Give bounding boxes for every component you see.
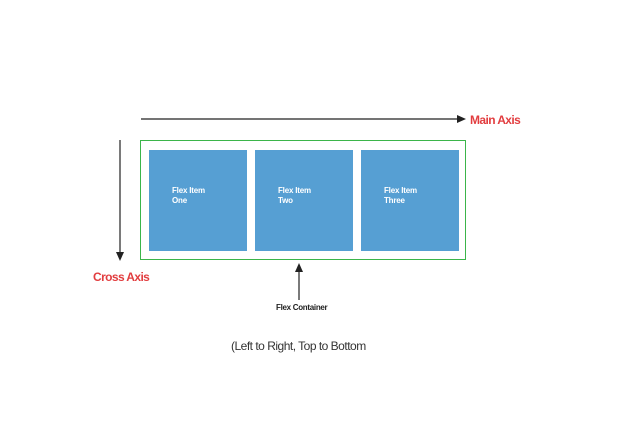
flex-item-one: Flex Item One	[149, 150, 247, 251]
flex-item-two: Flex Item Two	[255, 150, 353, 251]
main-axis-arrow-head	[457, 115, 466, 123]
flex-item-two-label-line1: Flex Item	[278, 186, 311, 195]
container-pointer-arrow-head	[295, 263, 303, 272]
flex-item-three-label-line1: Flex Item	[384, 186, 417, 195]
flex-container-label: Flex Container	[276, 303, 328, 312]
cross-axis-arrow-head	[116, 252, 124, 261]
cross-axis-label: Cross Axis	[93, 270, 150, 284]
flex-item-three-label: Flex Item Three	[384, 186, 454, 206]
direction-caption: (Left to Right, Top to Bottom	[231, 339, 366, 353]
flex-item-one-label-line1: Flex Item	[172, 186, 205, 195]
flex-item-two-label: Flex Item Two	[278, 186, 348, 206]
flex-item-two-label-line2: Two	[278, 196, 293, 205]
flex-item-one-label-line2: One	[172, 196, 187, 205]
flex-item-three-label-line2: Three	[384, 196, 405, 205]
flex-container-box	[140, 140, 466, 260]
main-axis-label: Main Axis	[470, 113, 521, 127]
flex-item-one-label: Flex Item One	[172, 186, 242, 206]
flex-item-three: Flex Item Three	[361, 150, 459, 251]
